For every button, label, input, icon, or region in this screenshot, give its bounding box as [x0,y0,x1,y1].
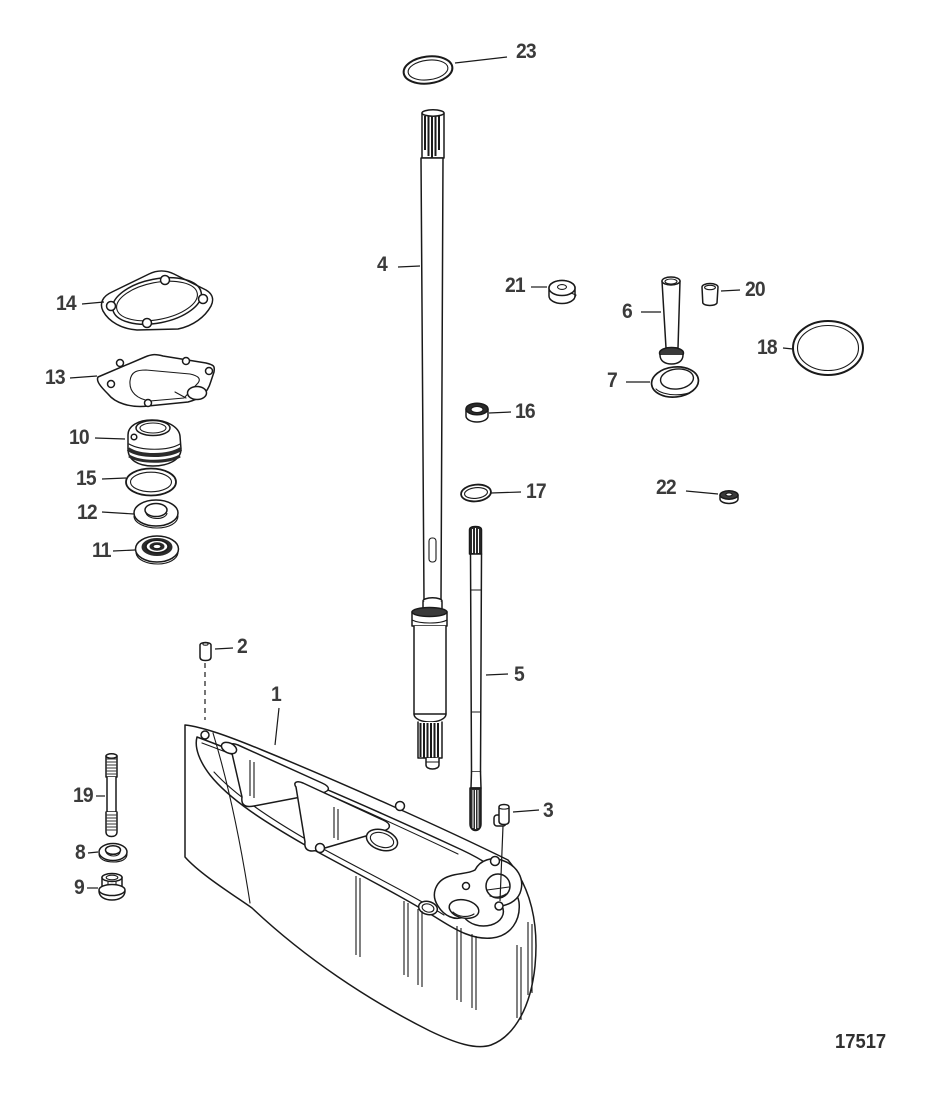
callout-7: 7 [607,369,618,392]
callout-19: 19 [73,784,94,807]
retainer-plate-part-14-drawing [100,270,214,331]
callout-22: 22 [656,476,677,499]
callout-11: 11 [92,539,112,562]
callout-4: 4 [377,253,388,276]
o-ring-part-15-drawing [125,467,177,497]
washer-part-8-drawing [98,842,128,863]
sleeve-tube-part-6-drawing [658,276,685,365]
dowel-pin-part-3-drawing [498,803,510,902]
callout-3: 3 [543,799,554,822]
stud-part-19-drawing [105,753,118,838]
flange-nut-part-22-drawing [719,490,739,505]
gasket-part-13-drawing [96,353,216,408]
callout-17: 17 [526,480,547,503]
o-ring-part-17-drawing [460,483,492,503]
drawing-number: 17517 [835,1031,887,1053]
callout-16: 16 [515,400,536,423]
dowel-pin-part-2-drawing [199,641,212,720]
o-ring-23-drawing [402,55,454,85]
callout-12: 12 [77,501,98,524]
callout-1: 1 [271,683,282,706]
o-ring-part-18-drawing [792,320,864,376]
bearing-part-16-drawing [465,402,489,423]
carrier-cap-part-10-drawing [126,419,183,467]
callout-6: 6 [622,300,633,323]
callout-2: 2 [237,635,248,658]
washer-part-12-drawing [133,499,179,529]
callout-20: 20 [745,278,766,301]
callout-15: 15 [76,467,97,490]
thrust-ring-part-7-drawing [650,366,700,398]
callout-9: 9 [74,876,85,899]
oil-seal-part-11-drawing [134,535,180,565]
gear-housing-part-1-drawing [184,724,537,1048]
callout-18: 18 [757,336,778,359]
callout-23: 23 [516,40,537,63]
callout-10: 10 [69,426,90,449]
callout-14: 14 [56,292,77,315]
grommet-part-21-drawing [548,279,577,305]
callout-21: 21 [505,274,526,297]
callout-5: 5 [514,663,525,686]
driveshaft-part-4-drawing [411,109,448,770]
callout-8: 8 [75,841,86,864]
callout-13: 13 [45,366,66,389]
bushing-part-20-drawing [701,282,719,307]
locknut-part-9-drawing [98,872,126,901]
shift-shaft-part-5-drawing [468,525,483,832]
leader-lines [69,56,794,889]
